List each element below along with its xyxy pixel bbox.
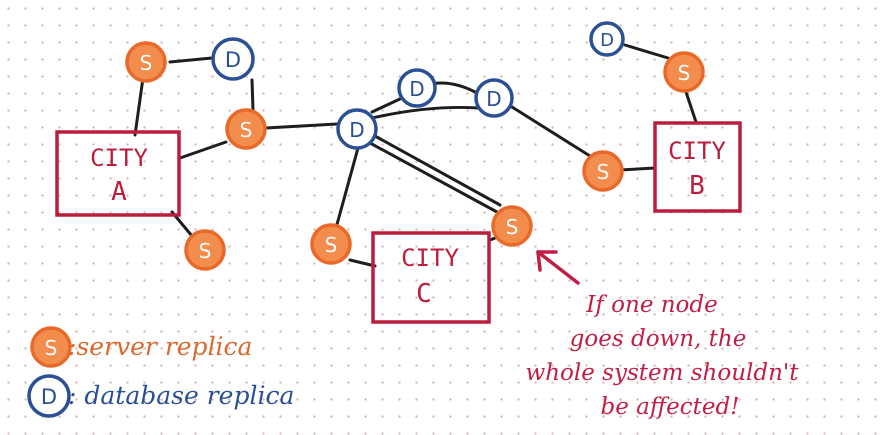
server-node-ring — [491, 205, 533, 247]
database-node: D — [397, 68, 437, 108]
edge-dt1-dt2 — [428, 81, 477, 94]
legend-server-letter: S — [45, 336, 58, 360]
server-node: S — [184, 229, 226, 271]
database-node-letter: D — [600, 30, 614, 51]
server-node-ring — [184, 229, 226, 271]
legend-database-label: : database replica — [68, 381, 294, 410]
server-node: S — [225, 108, 267, 150]
database-node-letter: D — [349, 118, 364, 142]
server-node-letter: S — [199, 239, 212, 263]
server-node-letter: S — [678, 61, 691, 85]
server-node: S — [663, 51, 705, 93]
server-node-ring — [582, 150, 624, 192]
legend-server-icon — [30, 326, 72, 368]
city-a: CITY A — [55, 130, 181, 217]
annotation-note: If one node goes down, the whole system … — [526, 292, 800, 420]
edge-s5-cityb — [684, 90, 698, 124]
database-node-ring — [336, 108, 378, 150]
server-node-letter: S — [597, 160, 610, 184]
annotation-arrow-shaft — [536, 250, 580, 285]
database-node: D — [336, 108, 378, 150]
server-node: S — [491, 205, 533, 247]
server-node-ring — [310, 223, 352, 265]
edge-s2-dcenter — [264, 122, 339, 130]
edge-s1-d1 — [168, 56, 214, 64]
city-b-box — [653, 121, 742, 213]
database-node-ring — [211, 37, 255, 81]
server-node-letter: S — [506, 215, 519, 239]
city-c: CITY C — [371, 231, 491, 324]
database-node-ring — [397, 68, 437, 108]
city-c-label-line1: CITY — [401, 244, 459, 272]
edge-dcenter-dt2 — [370, 105, 480, 120]
database-node: D — [474, 78, 514, 118]
server-node: S — [125, 41, 167, 83]
city-a-box — [55, 130, 181, 217]
city-b-label-line1: CITY — [668, 137, 726, 165]
city-b: CITY B — [653, 121, 742, 213]
edge-d5-s5 — [623, 43, 670, 60]
edge-s1-citya — [133, 76, 145, 137]
city-a-label-line1: CITY — [90, 144, 148, 172]
database-node: D — [589, 21, 625, 57]
edge-dcenter-s6 — [334, 146, 360, 230]
annotation-line-2: goes down, the — [570, 326, 747, 352]
city-b-label-line2: B — [689, 171, 705, 201]
database-nodes: D D D D D — [211, 21, 625, 150]
server-node-letter: S — [140, 51, 153, 75]
database-node: D — [211, 37, 255, 81]
annotation-line-3: whole system shouldn't — [526, 360, 800, 386]
legend-database-icon — [27, 374, 71, 418]
city-c-label-line2: C — [416, 279, 432, 309]
server-node: S — [582, 150, 624, 192]
legend-server: S :server replica — [30, 326, 252, 368]
legend-server-label: :server replica — [68, 332, 252, 361]
server-node-ring — [125, 41, 167, 83]
edge-dcenter-s7b — [373, 134, 502, 207]
edge-dcenter-dt1 — [370, 96, 404, 114]
database-node-ring — [474, 78, 514, 118]
edge-d1-s2 — [250, 78, 255, 112]
server-node-letter: S — [325, 233, 338, 257]
edge-s6-cityc — [348, 258, 377, 268]
server-node-ring — [225, 108, 267, 150]
annotation-arrow-head — [536, 250, 558, 272]
edge-citya-s2 — [178, 140, 228, 160]
legend: S :server replica D : database replica — [27, 326, 294, 418]
annotation-arrow — [536, 250, 580, 285]
server-node-letter: S — [240, 118, 253, 142]
server-nodes: S S S S S S S — [125, 41, 705, 271]
server-node: S — [310, 223, 352, 265]
annotation-line-4: be affected! — [601, 394, 740, 420]
edge-dt2-s4 — [510, 105, 592, 158]
edge-s4-cityb — [618, 166, 657, 172]
city-a-label-line2: A — [111, 177, 127, 207]
annotation-line-1: If one node — [585, 292, 718, 318]
database-node-ring — [589, 21, 625, 57]
database-node-letter: D — [486, 87, 501, 111]
edge-dcenter-s7a — [368, 141, 499, 214]
server-node-ring — [663, 51, 705, 93]
legend-database-letter: D — [41, 385, 57, 409]
city-c-box — [371, 231, 491, 324]
legend-database: D : database replica — [27, 374, 294, 418]
database-node-letter: D — [225, 48, 241, 72]
database-node-letter: D — [409, 77, 424, 101]
